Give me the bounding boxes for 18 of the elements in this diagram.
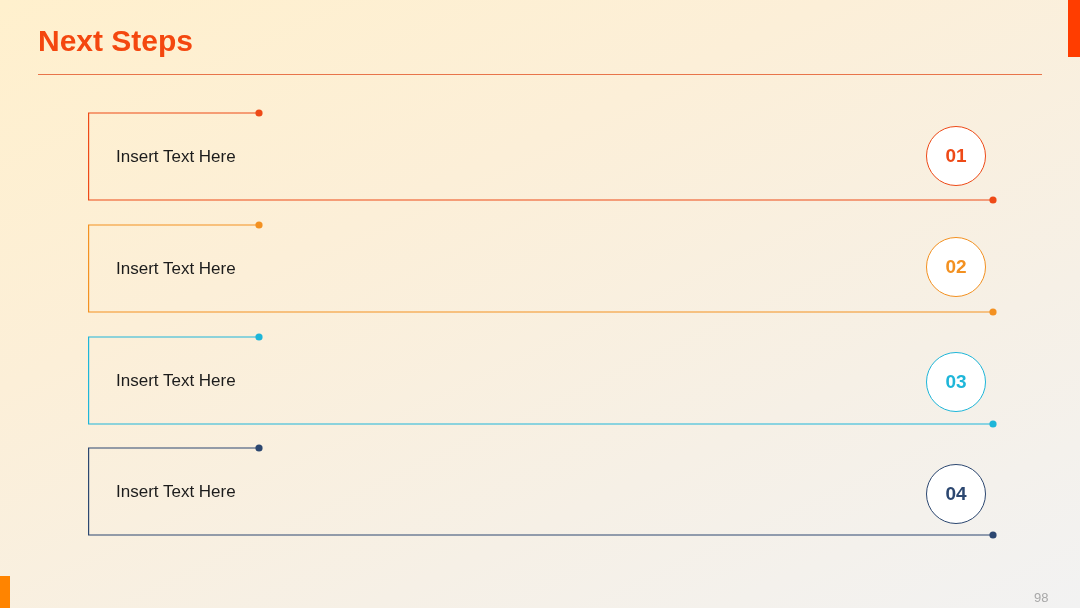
step-text: Insert Text Here [116,369,236,392]
title: Next Steps [38,23,194,59]
step-text: Insert Text Here [116,257,236,280]
step-text: Insert Text Here [116,145,236,168]
bracket-frame [88,333,997,428]
number-circle [926,352,986,412]
step-number: 03 [945,371,967,393]
step-text: Insert Text Here [116,480,236,503]
bracket-frame [88,221,997,316]
step-number: 01 [945,145,967,167]
page-number: 98 [1034,590,1049,605]
step-number: 02 [945,256,967,278]
number-circle [926,464,986,524]
step-number: 04 [945,483,967,505]
bracket-frame [88,109,997,204]
bracket-frame [88,444,997,539]
number-circle [926,237,986,297]
number-circle [926,126,986,186]
